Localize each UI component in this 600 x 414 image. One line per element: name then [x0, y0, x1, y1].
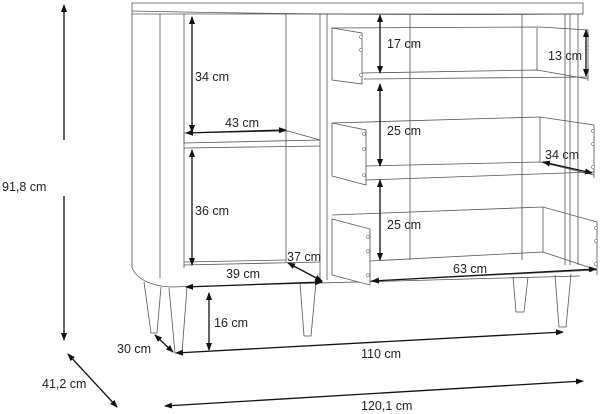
drawer1-side-label: 13 cm — [548, 49, 582, 63]
upper-shelf-height-label: 34 cm — [195, 70, 229, 84]
total-width-label: 120,1 cm — [361, 399, 412, 413]
drawer-middle — [331, 116, 595, 186]
lower-shelf-depth-label: 37 cm — [287, 250, 321, 264]
lower-shelf-height-label: 36 cm — [195, 204, 229, 218]
lower-shelf-width-label: 39 cm — [226, 267, 260, 281]
drawer3-width-label: 63 cm — [453, 262, 487, 276]
leg-height-label: 16 cm — [214, 316, 248, 330]
drawer2-opening-label: 25 cm — [387, 124, 421, 138]
total-height-label: 91,8 cm — [2, 180, 46, 194]
drawer3-opening-label: 25 cm — [387, 218, 421, 232]
dimension-lines — [61, 4, 597, 409]
leg-span-depth-label: 30 cm — [117, 342, 151, 356]
upper-shelf-width-label: 43 cm — [225, 116, 259, 130]
leg-span-width-label: 110 cm — [361, 347, 401, 361]
drawer1-opening-label: 17 cm — [387, 37, 421, 51]
cabinet-body — [131, 2, 584, 288]
total-depth-label: 41,2 cm — [42, 377, 86, 391]
drawer2-depth-label: 34 cm — [545, 148, 579, 162]
